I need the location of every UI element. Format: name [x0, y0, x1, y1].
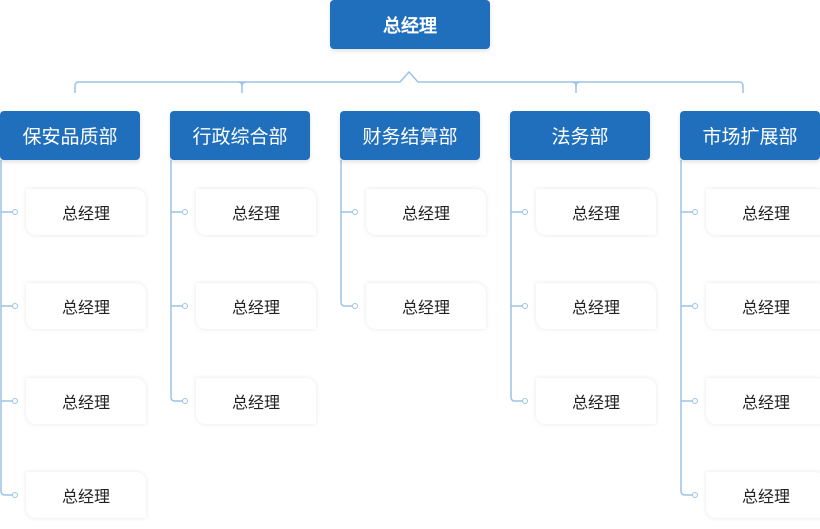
department-vertical-line	[0, 160, 6, 496]
top-manager-box[interactable]: 总经理	[330, 0, 490, 49]
item-connector-dot	[182, 209, 188, 215]
item-connector-dot	[692, 209, 698, 215]
position-box[interactable]: 总经理	[706, 378, 820, 424]
position-box[interactable]: 总经理	[26, 378, 146, 424]
position-box[interactable]: 总经理	[536, 283, 656, 329]
department-box[interactable]: 财务结算部	[340, 111, 480, 160]
position-box[interactable]: 总经理	[536, 378, 656, 424]
item-connector-dot	[692, 398, 698, 404]
top-bracket-line	[74, 70, 744, 93]
top-bracket-tick	[241, 81, 247, 87]
item-connector-dot	[182, 303, 188, 309]
department-box[interactable]: 法务部	[510, 111, 650, 160]
item-connector-dot	[12, 209, 18, 215]
department-box[interactable]: 市场扩展部	[680, 111, 820, 160]
position-box[interactable]: 总经理	[706, 189, 820, 235]
position-box[interactable]: 总经理	[536, 189, 656, 235]
item-connector-dot	[12, 303, 18, 309]
top-bracket-tick	[571, 81, 577, 93]
item-connector-dot	[522, 398, 528, 404]
position-box[interactable]: 总经理	[196, 378, 316, 424]
position-box[interactable]: 总经理	[366, 283, 486, 329]
position-box[interactable]: 总经理	[26, 472, 146, 518]
position-box[interactable]: 总经理	[26, 189, 146, 235]
item-connector-dot	[352, 303, 358, 309]
item-connector-dot	[692, 492, 698, 498]
department-box[interactable]: 行政综合部	[170, 111, 310, 160]
position-box[interactable]: 总经理	[706, 283, 820, 329]
position-box[interactable]: 总经理	[196, 189, 316, 235]
department-box[interactable]: 保安品质部	[0, 111, 140, 160]
department-vertical-line	[170, 160, 176, 402]
item-connector-dot	[692, 303, 698, 309]
position-box[interactable]: 总经理	[706, 472, 820, 518]
department-vertical-line	[340, 160, 346, 307]
item-connector-dot	[522, 303, 528, 309]
item-connector-dot	[352, 209, 358, 215]
top-bracket-tick	[237, 81, 243, 93]
position-box[interactable]: 总经理	[366, 189, 486, 235]
position-box[interactable]: 总经理	[26, 283, 146, 329]
department-vertical-line	[680, 160, 686, 496]
top-bracket-tick	[575, 81, 581, 87]
position-box[interactable]: 总经理	[196, 283, 316, 329]
item-connector-dot	[12, 398, 18, 404]
department-vertical-line	[510, 160, 516, 402]
item-connector-dot	[12, 492, 18, 498]
item-connector-dot	[522, 209, 528, 215]
item-connector-dot	[182, 398, 188, 404]
